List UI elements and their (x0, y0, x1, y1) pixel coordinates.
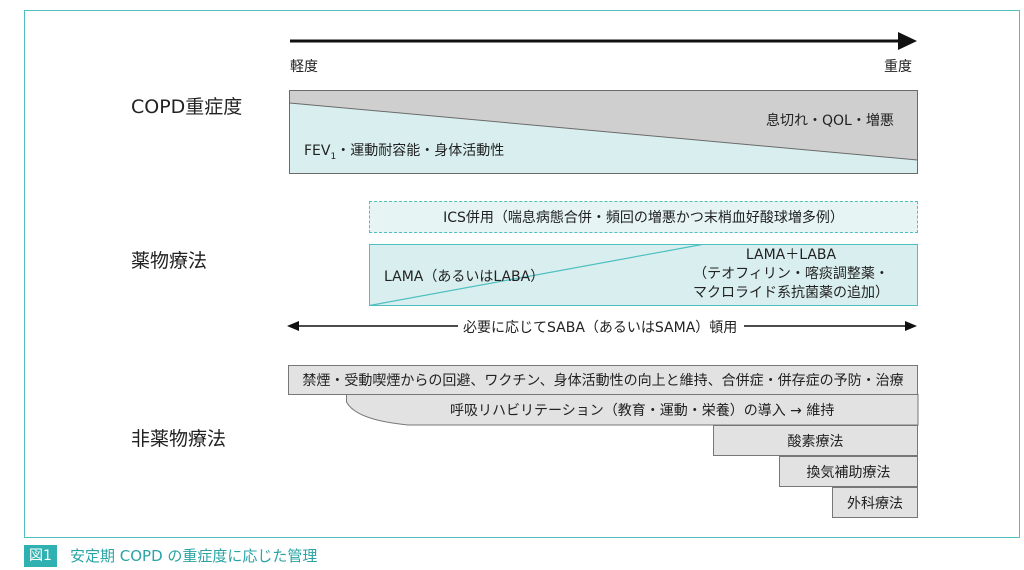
section-nondrug: 非薬物療法 (131, 428, 227, 450)
prn-arrow (287, 321, 917, 331)
nondrug-step-5: 外科療法 (832, 487, 918, 518)
nondrug-step-3: 酸素療法 (713, 425, 918, 456)
lama-text: LAMA（あるいはLABA） (384, 269, 545, 285)
ics-text: ICS併用（喘息病態合併・頻回の増悪かつ末梢血好酸球増多例） (443, 210, 844, 226)
mild-label: 軽度 (290, 59, 318, 75)
ics-box: ICS併用（喘息病態合併・頻回の増悪かつ末梢血好酸球増多例） (369, 201, 918, 233)
nondrug-step-1: 禁煙・受動喫煙からの回避、ワクチン、身体活動性の向上と維持、合併症・併存症の予防… (288, 365, 918, 395)
bronchodilator-box (369, 244, 918, 307)
lama-laba-text: LAMA＋LABA （テオフィリン・喀痰調整薬・ マクロライド系抗菌薬の追加） (693, 247, 889, 301)
section-severity: COPD重症度 (131, 96, 243, 118)
severity-bar (289, 90, 918, 174)
section-drug: 薬物療法 (131, 250, 208, 272)
nondrug-step-4: 換気補助療法 (779, 456, 918, 487)
figure-label: 図1 (24, 545, 57, 567)
severity-upper-text: 息切れ・QOL・増悪 (766, 113, 894, 129)
severity-lower-text: FEV1・運動耐容能・身体活動性 (304, 143, 505, 162)
figure-frame (24, 10, 1020, 538)
prn-text: 必要に応じてSABA（あるいはSAMA）頓用 (463, 320, 738, 336)
nondrug-step-2-shape (346, 394, 919, 426)
nondrug-step-2: 呼吸リハビリテーション（教育・運動・栄養）の導入 → 維持 (450, 403, 835, 419)
figure-caption: 安定期 COPD の重症度に応じた管理 (70, 547, 318, 565)
severity-arrow (290, 32, 917, 50)
severe-label: 重度 (884, 59, 912, 75)
